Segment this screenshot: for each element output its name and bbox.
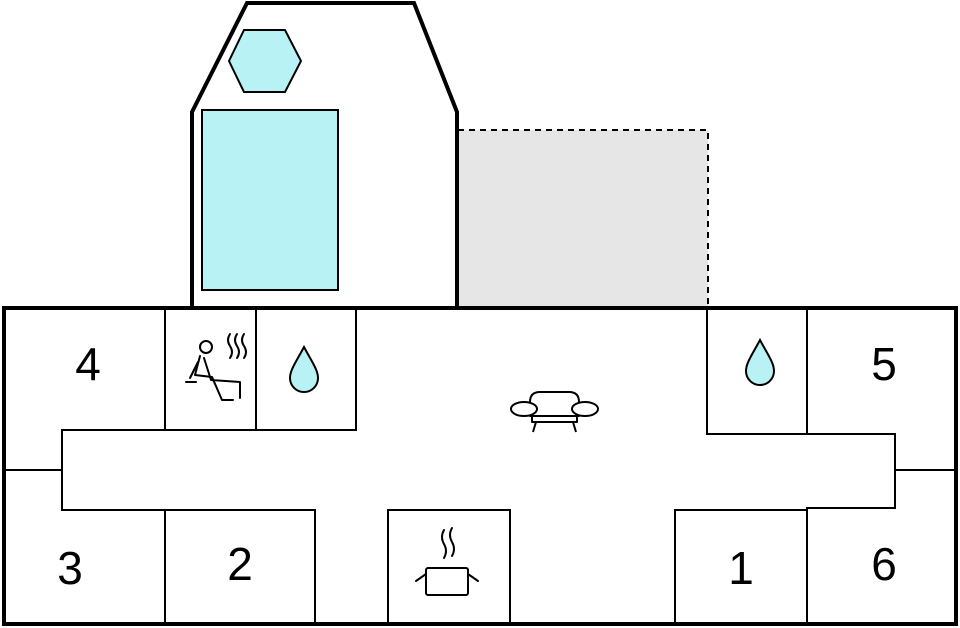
water-drop-icon <box>288 344 320 393</box>
sofa-icon <box>510 391 599 433</box>
hot-tub-hexagon <box>227 29 303 93</box>
terrace-area <box>458 130 708 308</box>
pool <box>201 109 339 291</box>
room-1-label: 1 <box>728 542 754 594</box>
terrace-outline <box>458 129 709 308</box>
room-5-label: 5 <box>871 338 897 390</box>
main-house-walls <box>2 306 958 626</box>
room-6-label: 6 <box>871 538 897 590</box>
room-4-label: 4 <box>75 338 101 390</box>
room-2-label: 2 <box>227 538 253 590</box>
water-drop-icon <box>744 337 776 386</box>
room-3-label: 3 <box>57 542 83 594</box>
interior-walls <box>4 308 956 624</box>
sauna-icon <box>185 333 247 401</box>
cooking-pot-icon <box>415 527 479 596</box>
